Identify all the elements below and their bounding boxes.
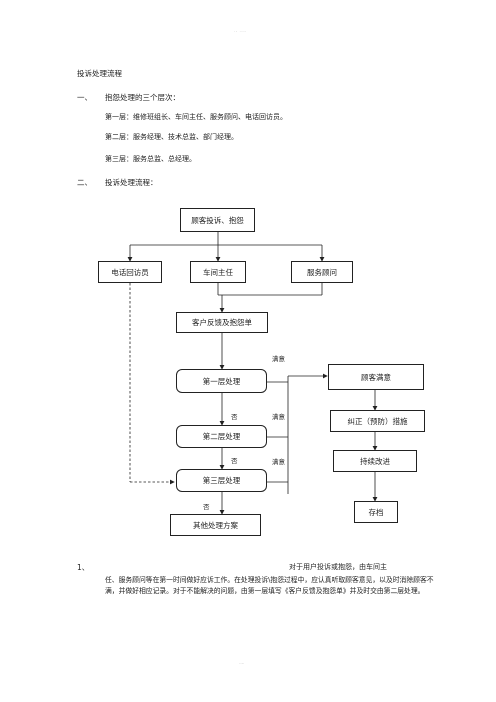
flow-box-level-1: 第一层处理 [176,369,267,393]
label-satisfied-1: 满意 [272,355,285,363]
page-header: ·- ·--· [0,0,496,40]
paragraph-first-line: 对于用户投诉或抱怨，由车间主 [289,563,387,571]
label-satisfied-3: 满意 [272,458,285,466]
flow-box-service-advisor: 服务顾问 [291,261,353,283]
flow-box-complaint: 顾客投诉、抱怨 [180,208,255,232]
level-2-text: 第二层：服务经理、技术总监、部门经理。 [105,133,238,141]
label-no-1: 否 [231,413,238,421]
section-1-heading: 抱怨处理的三个层次： [105,93,180,102]
level-3-text: 第三层：服务总监、总经理。 [105,155,196,163]
flow-box-archive: 存档 [354,501,398,523]
section-1-number: 一、 [77,93,92,102]
flow-box-customer-satisfied: 顾客满意 [328,364,424,390]
flow-box-continuous-improvement: 持续改进 [333,450,417,472]
flow-box-workshop-director: 车间主任 [190,261,246,283]
flow-box-other-solutions: 其他处理方案 [170,514,261,536]
page-title: 投诉处理流程 [77,69,122,78]
flow-box-level-2: 第二层处理 [176,425,267,448]
label-satisfied-2: 满意 [272,413,285,421]
flow-box-feedback-form: 客户反馈及抱怨单 [176,312,268,333]
flow-box-level-3: 第三层处理 [176,469,267,492]
paragraph-number: 1、 [77,563,90,572]
header-mark: ·- ·--· [234,29,247,34]
flow-box-corrective-action: 纠正（预防）措施 [330,410,425,432]
paragraph-body: 任、服务顾问等在第一时间做好应诉工作。在处理投诉\抱怨过程中，应认真听取顾客意见… [105,576,434,595]
label-no-2: 否 [231,457,238,465]
flow-box-phone-visitor: 电话回访员 [98,261,162,283]
section-2-heading: 投诉处理流程： [105,178,158,187]
section-2-number: 二、 [77,178,92,187]
footer-mark: ·--· [239,661,245,666]
level-1-text: 第一层：维修班组长、车间主任、服务顾问、电话回访员。 [105,113,287,121]
label-no-3: 否 [203,503,210,511]
